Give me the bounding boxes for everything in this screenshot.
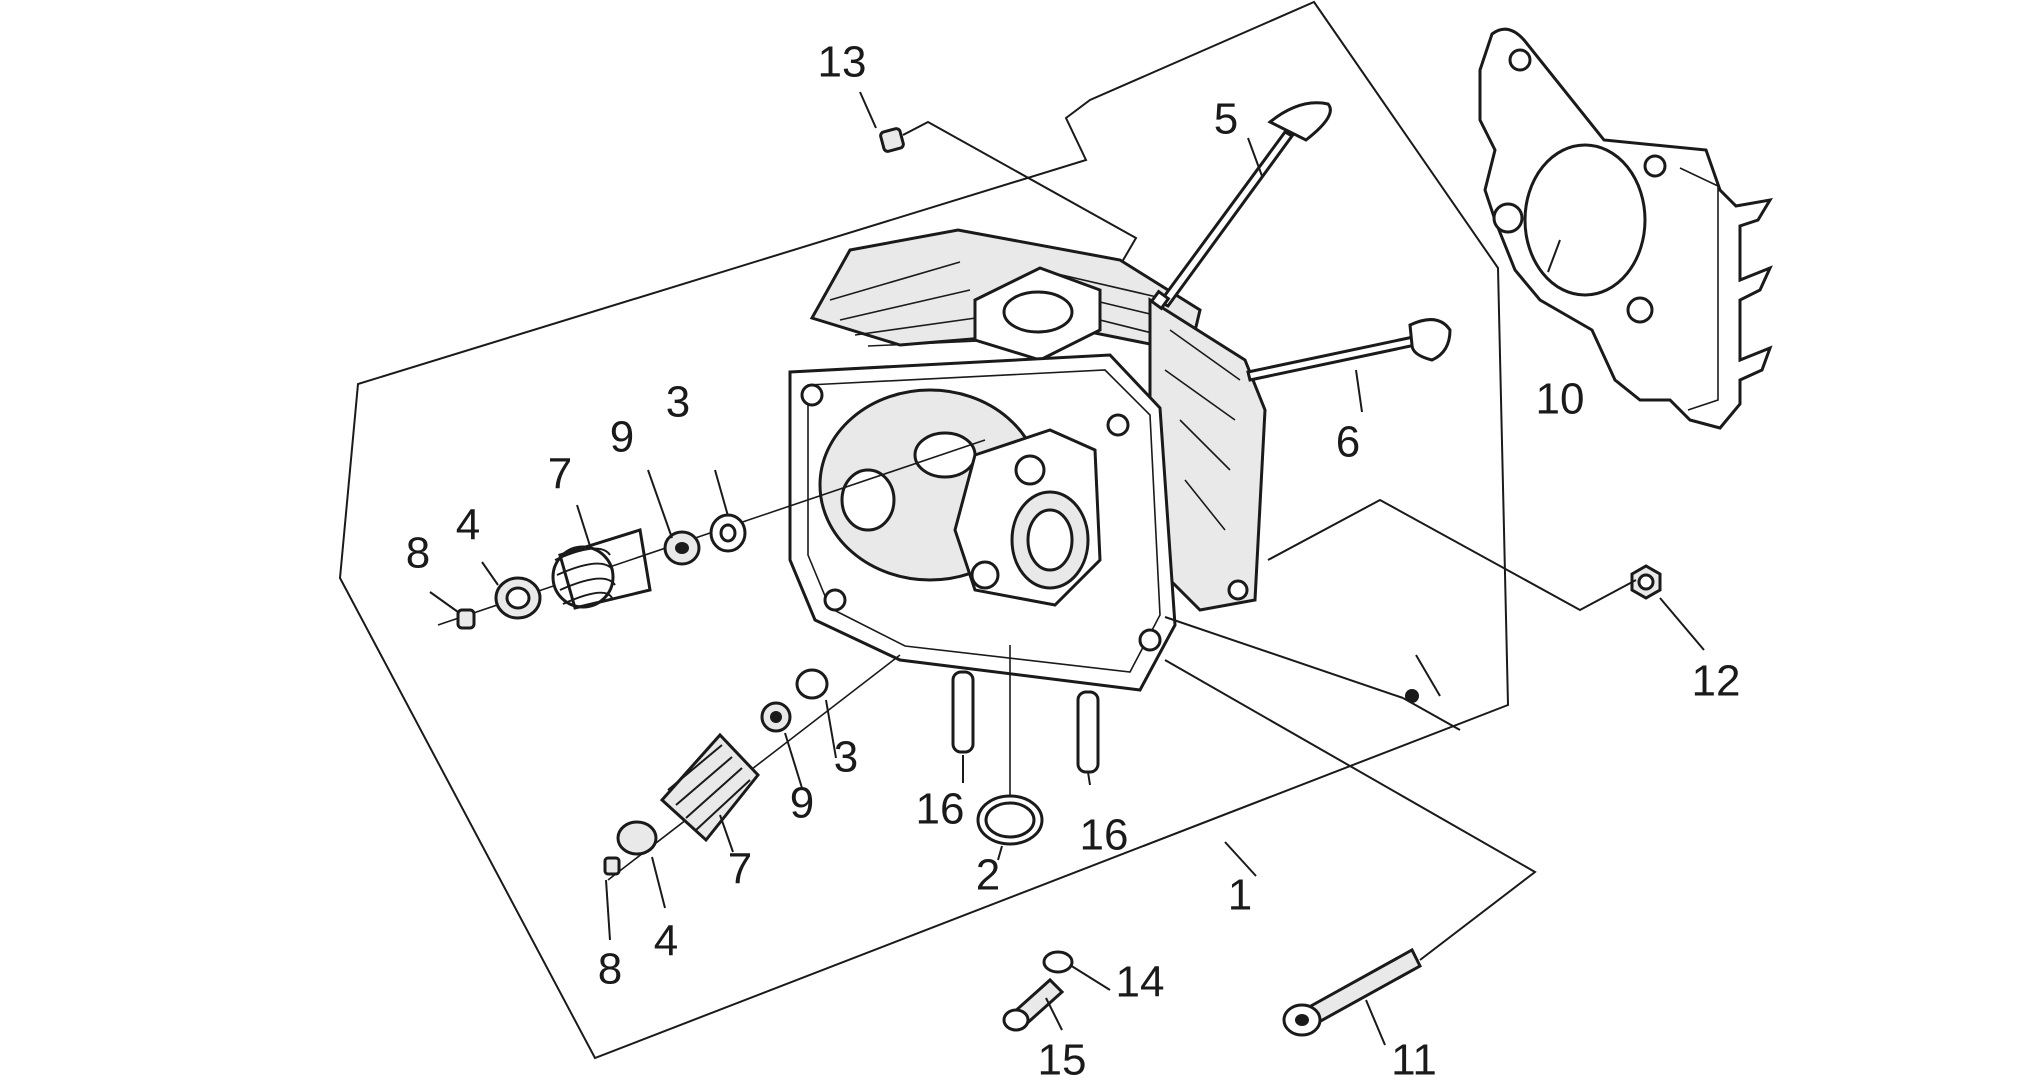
callout-16-left: 16 bbox=[916, 785, 965, 834]
cylinder-head bbox=[788, 228, 1267, 692]
valve-spring-7-lower bbox=[659, 732, 760, 843]
valve-seal-9-upper bbox=[663, 530, 701, 566]
callout-9-upper: 9 bbox=[610, 413, 634, 462]
dowel-pin-16-right bbox=[1076, 690, 1100, 774]
reference-dot bbox=[1405, 689, 1419, 703]
callout-1: 1 bbox=[1228, 871, 1252, 920]
callout-4-lower: 4 bbox=[654, 917, 678, 966]
callout-13: 13 bbox=[818, 38, 867, 87]
nut-12 bbox=[1630, 564, 1662, 600]
callout-7-upper: 7 bbox=[548, 450, 572, 499]
callout-7-lower: 7 bbox=[728, 845, 752, 894]
callout-15: 15 bbox=[1038, 1036, 1087, 1085]
callout-11: 11 bbox=[1391, 1036, 1437, 1085]
spring-retainer-4-upper bbox=[494, 576, 542, 620]
assembly-boundary bbox=[338, 0, 1510, 1060]
head-gasket-10 bbox=[1478, 27, 1773, 430]
screw-15 bbox=[1002, 977, 1065, 1032]
valve-cotter-8-lower bbox=[603, 856, 621, 876]
callout-6: 6 bbox=[1336, 418, 1360, 467]
callout-3-upper: 3 bbox=[666, 378, 690, 427]
spring-seat-3-upper bbox=[709, 513, 747, 553]
callout-9-lower: 9 bbox=[790, 779, 814, 828]
pin-13 bbox=[879, 127, 905, 153]
o-ring-2 bbox=[976, 645, 1044, 846]
callout-16-right: 16 bbox=[1080, 811, 1129, 860]
callout-5: 5 bbox=[1214, 95, 1238, 144]
washer-14 bbox=[1042, 950, 1074, 974]
valve-6 bbox=[1246, 318, 1452, 382]
callout-14: 14 bbox=[1116, 958, 1165, 1007]
bolt-11 bbox=[1282, 947, 1422, 1037]
callout-2: 2 bbox=[976, 851, 1000, 900]
callout-8-lower: 8 bbox=[598, 945, 622, 994]
callout-8-upper: 8 bbox=[406, 529, 430, 578]
spring-seat-3-lower bbox=[795, 668, 829, 700]
valve-seal-9-lower bbox=[760, 701, 792, 733]
valve-5 bbox=[1149, 101, 1332, 311]
spring-retainer-4-lower bbox=[616, 820, 658, 856]
valve-cotter-8-upper bbox=[456, 608, 476, 630]
valve-spring-7-upper bbox=[551, 528, 652, 610]
dowel-pin-16-left bbox=[951, 670, 975, 754]
callout-12: 12 bbox=[1692, 657, 1741, 706]
callout-4-upper: 4 bbox=[456, 501, 480, 550]
callout-10: 10 bbox=[1536, 375, 1585, 424]
callout-3-lower: 3 bbox=[834, 733, 858, 782]
